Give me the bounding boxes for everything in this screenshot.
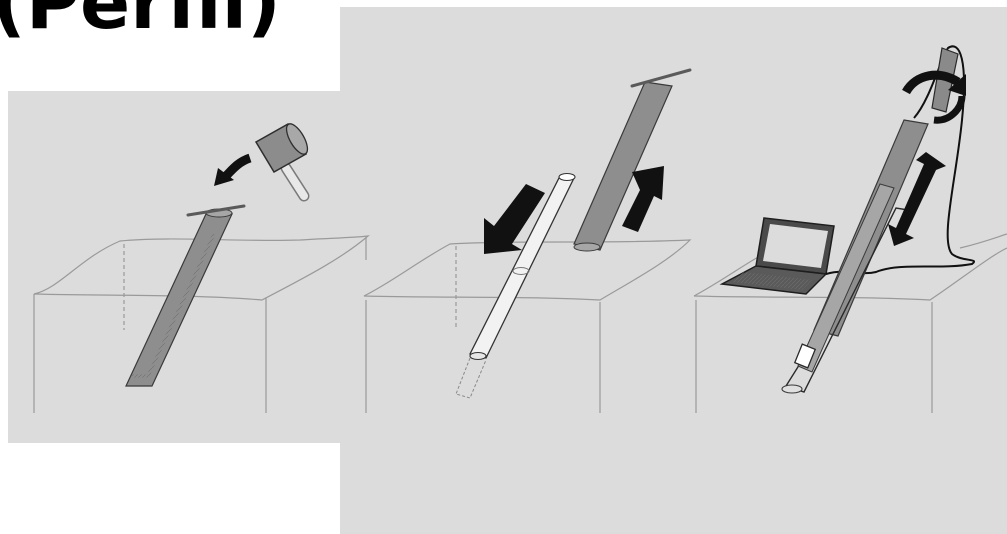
arrow-up-icon (622, 166, 664, 232)
laptop-icon (719, 217, 835, 295)
steps-2-3-panel (340, 7, 1007, 534)
probe-cable (825, 45, 975, 275)
driver-tube-1 (125, 204, 246, 387)
page-title: (Perfil) (0, 0, 281, 46)
soil-block-3 (693, 233, 1007, 413)
access-tube-icon (455, 172, 576, 399)
driver-tube-2 (573, 68, 692, 252)
up-down-arrow-icon (888, 152, 946, 246)
rotate-arrow-icon (902, 70, 966, 124)
probe-icon (781, 47, 959, 394)
arrow-down-icon (484, 184, 545, 254)
curved-arrow-icon (214, 153, 252, 186)
hammer-icon (254, 122, 310, 202)
